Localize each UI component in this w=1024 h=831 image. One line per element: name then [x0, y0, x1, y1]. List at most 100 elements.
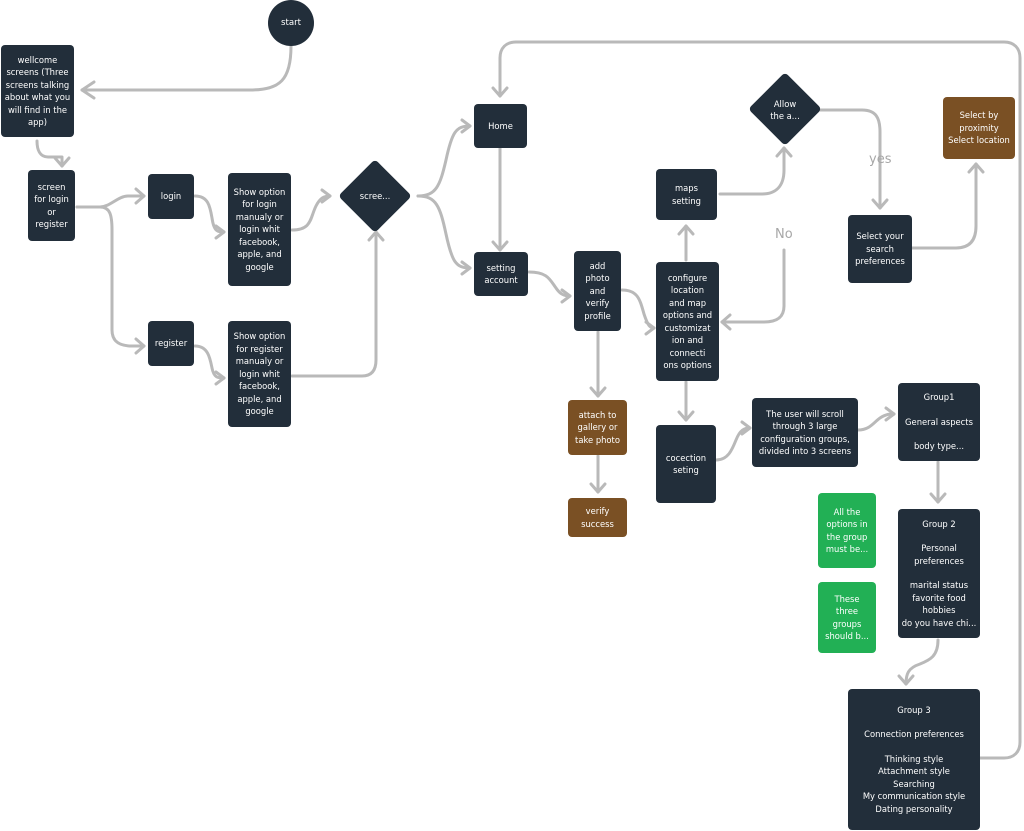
maps-setting-node[interactable]: maps setting [656, 169, 717, 220]
scroll-groups-node[interactable]: The user will scroll through 3 large con… [752, 398, 858, 467]
arrowhead [460, 118, 472, 134]
edge-allow-yes-search [818, 108, 882, 210]
note-options-node[interactable]: All the options in the group must be... [818, 493, 876, 568]
screen-login-register-node[interactable]: screen for login or register [28, 170, 75, 241]
edge-addphoto-configure [620, 288, 656, 330]
node-text: facebook, [239, 236, 280, 247]
node-text: verify [585, 506, 610, 516]
node-text: ons options [663, 360, 712, 370]
arrowhead [775, 146, 793, 158]
node-text: screens talking [5, 79, 70, 90]
select-proximity-node[interactable]: Select by proximity Select location [943, 97, 1015, 159]
node-text: setting [486, 262, 516, 273]
node-text: Searching [893, 778, 935, 789]
node-text: Group 2 [922, 518, 956, 529]
arrowhead [491, 86, 509, 98]
setting-account-node[interactable]: setting account [474, 252, 528, 296]
arrowhead [80, 80, 96, 100]
node-text: and map [668, 297, 707, 308]
node-text: photo [585, 273, 610, 284]
node-text: scree... [359, 190, 391, 201]
connection-setting-node[interactable]: cocection seting [656, 425, 716, 503]
edge-showlogin-decision [290, 194, 332, 232]
edge-maps-allow [718, 146, 786, 196]
node-text: about what you [4, 92, 71, 102]
verify-success-node[interactable]: verify success [568, 498, 627, 537]
node-text: search [866, 243, 894, 254]
node-text: These [834, 593, 860, 604]
edge-decision-home [416, 124, 472, 198]
screen-decision-label: scree... [340, 186, 410, 206]
attach-gallery-node[interactable]: attach to gallery or take photo [568, 400, 627, 455]
start-label: start [280, 18, 302, 28]
node-text: google [245, 406, 274, 417]
node-text: and [589, 285, 606, 296]
note-groups-node[interactable]: These three groups should b... [818, 582, 876, 653]
node-text: should b... [825, 631, 869, 641]
node-text: maps [675, 183, 698, 193]
node-text: register [35, 219, 68, 229]
node-text: Attachment style [878, 766, 950, 777]
arrowhead [644, 320, 656, 336]
node-text: Personal [921, 543, 957, 554]
node-text: Show option [233, 331, 286, 342]
add-photo-node[interactable]: add photo and verify profile [574, 251, 621, 331]
node-text: preferences [914, 555, 964, 566]
select-search-preferences-node[interactable]: Select your search preferences [848, 215, 912, 283]
group2-node[interactable]: Group 2 Personal preferences marital sta… [898, 509, 980, 638]
node-text: configure [667, 272, 708, 283]
node-text: login whit [239, 368, 280, 379]
arrowhead [460, 260, 472, 276]
arrowhead [740, 420, 752, 436]
edge-allow-no-configure [720, 248, 786, 324]
node-text: hobbies [922, 605, 956, 616]
node-text: Home [488, 120, 513, 131]
node-text: gallery or [577, 422, 618, 433]
node-text: account [484, 275, 518, 285]
node-text: for register [236, 343, 283, 354]
node-text: options and [662, 310, 713, 320]
arrowhead [367, 230, 385, 242]
register-node[interactable]: register [148, 321, 194, 366]
edge-start-welcome [80, 44, 293, 92]
home-node[interactable]: Home [474, 104, 527, 148]
node-text: Select your [856, 231, 904, 242]
node-text: do you have chi... [901, 617, 977, 628]
arrowhead [871, 198, 889, 210]
arrowhead [214, 224, 226, 240]
node-text: add [589, 260, 606, 271]
arrowhead [884, 406, 896, 422]
login-node[interactable]: login [148, 174, 194, 219]
show-register-options-node[interactable]: Show option for register manualy or logi… [228, 321, 291, 427]
arrowhead [589, 482, 607, 494]
arrowhead [134, 187, 146, 205]
node-text: wellcome [17, 54, 58, 65]
node-text: connecti [669, 347, 706, 358]
start-node[interactable]: start [268, 0, 314, 46]
group3-node[interactable]: Group 3 Connection preferences Thinking … [848, 689, 980, 830]
show-login-options-node[interactable]: Show option for login manualy or login w… [228, 173, 291, 286]
node-text: proximity [959, 122, 999, 133]
edge-login-showlogin [193, 194, 226, 234]
node-text: Thinking style [884, 753, 944, 764]
node-text: screens (Three [6, 67, 69, 77]
welcome-screens-node[interactable]: wellcome screens (Three screens talking … [1, 45, 74, 137]
node-text: verify [585, 298, 610, 309]
node-text: marital status [909, 580, 969, 591]
node-text: app) [27, 117, 48, 127]
edge-search-proximity [910, 162, 978, 250]
node-text: cocection [665, 452, 707, 463]
node-text: register [154, 338, 188, 349]
group1-node[interactable]: Group1 General aspects body type... [898, 383, 980, 461]
node-text: Show option [233, 186, 286, 197]
configure-location-node[interactable]: configure location and map options and c… [656, 262, 719, 381]
edge-label-no: No [775, 227, 793, 242]
node-text: facebook, [239, 381, 280, 392]
node-text: for login [242, 199, 277, 210]
edge-showregister-decision [290, 230, 378, 378]
node-text: screen [37, 181, 66, 192]
arrowhead [967, 162, 985, 174]
node-text: customizat [664, 322, 711, 333]
node-text: attach to [578, 409, 617, 420]
